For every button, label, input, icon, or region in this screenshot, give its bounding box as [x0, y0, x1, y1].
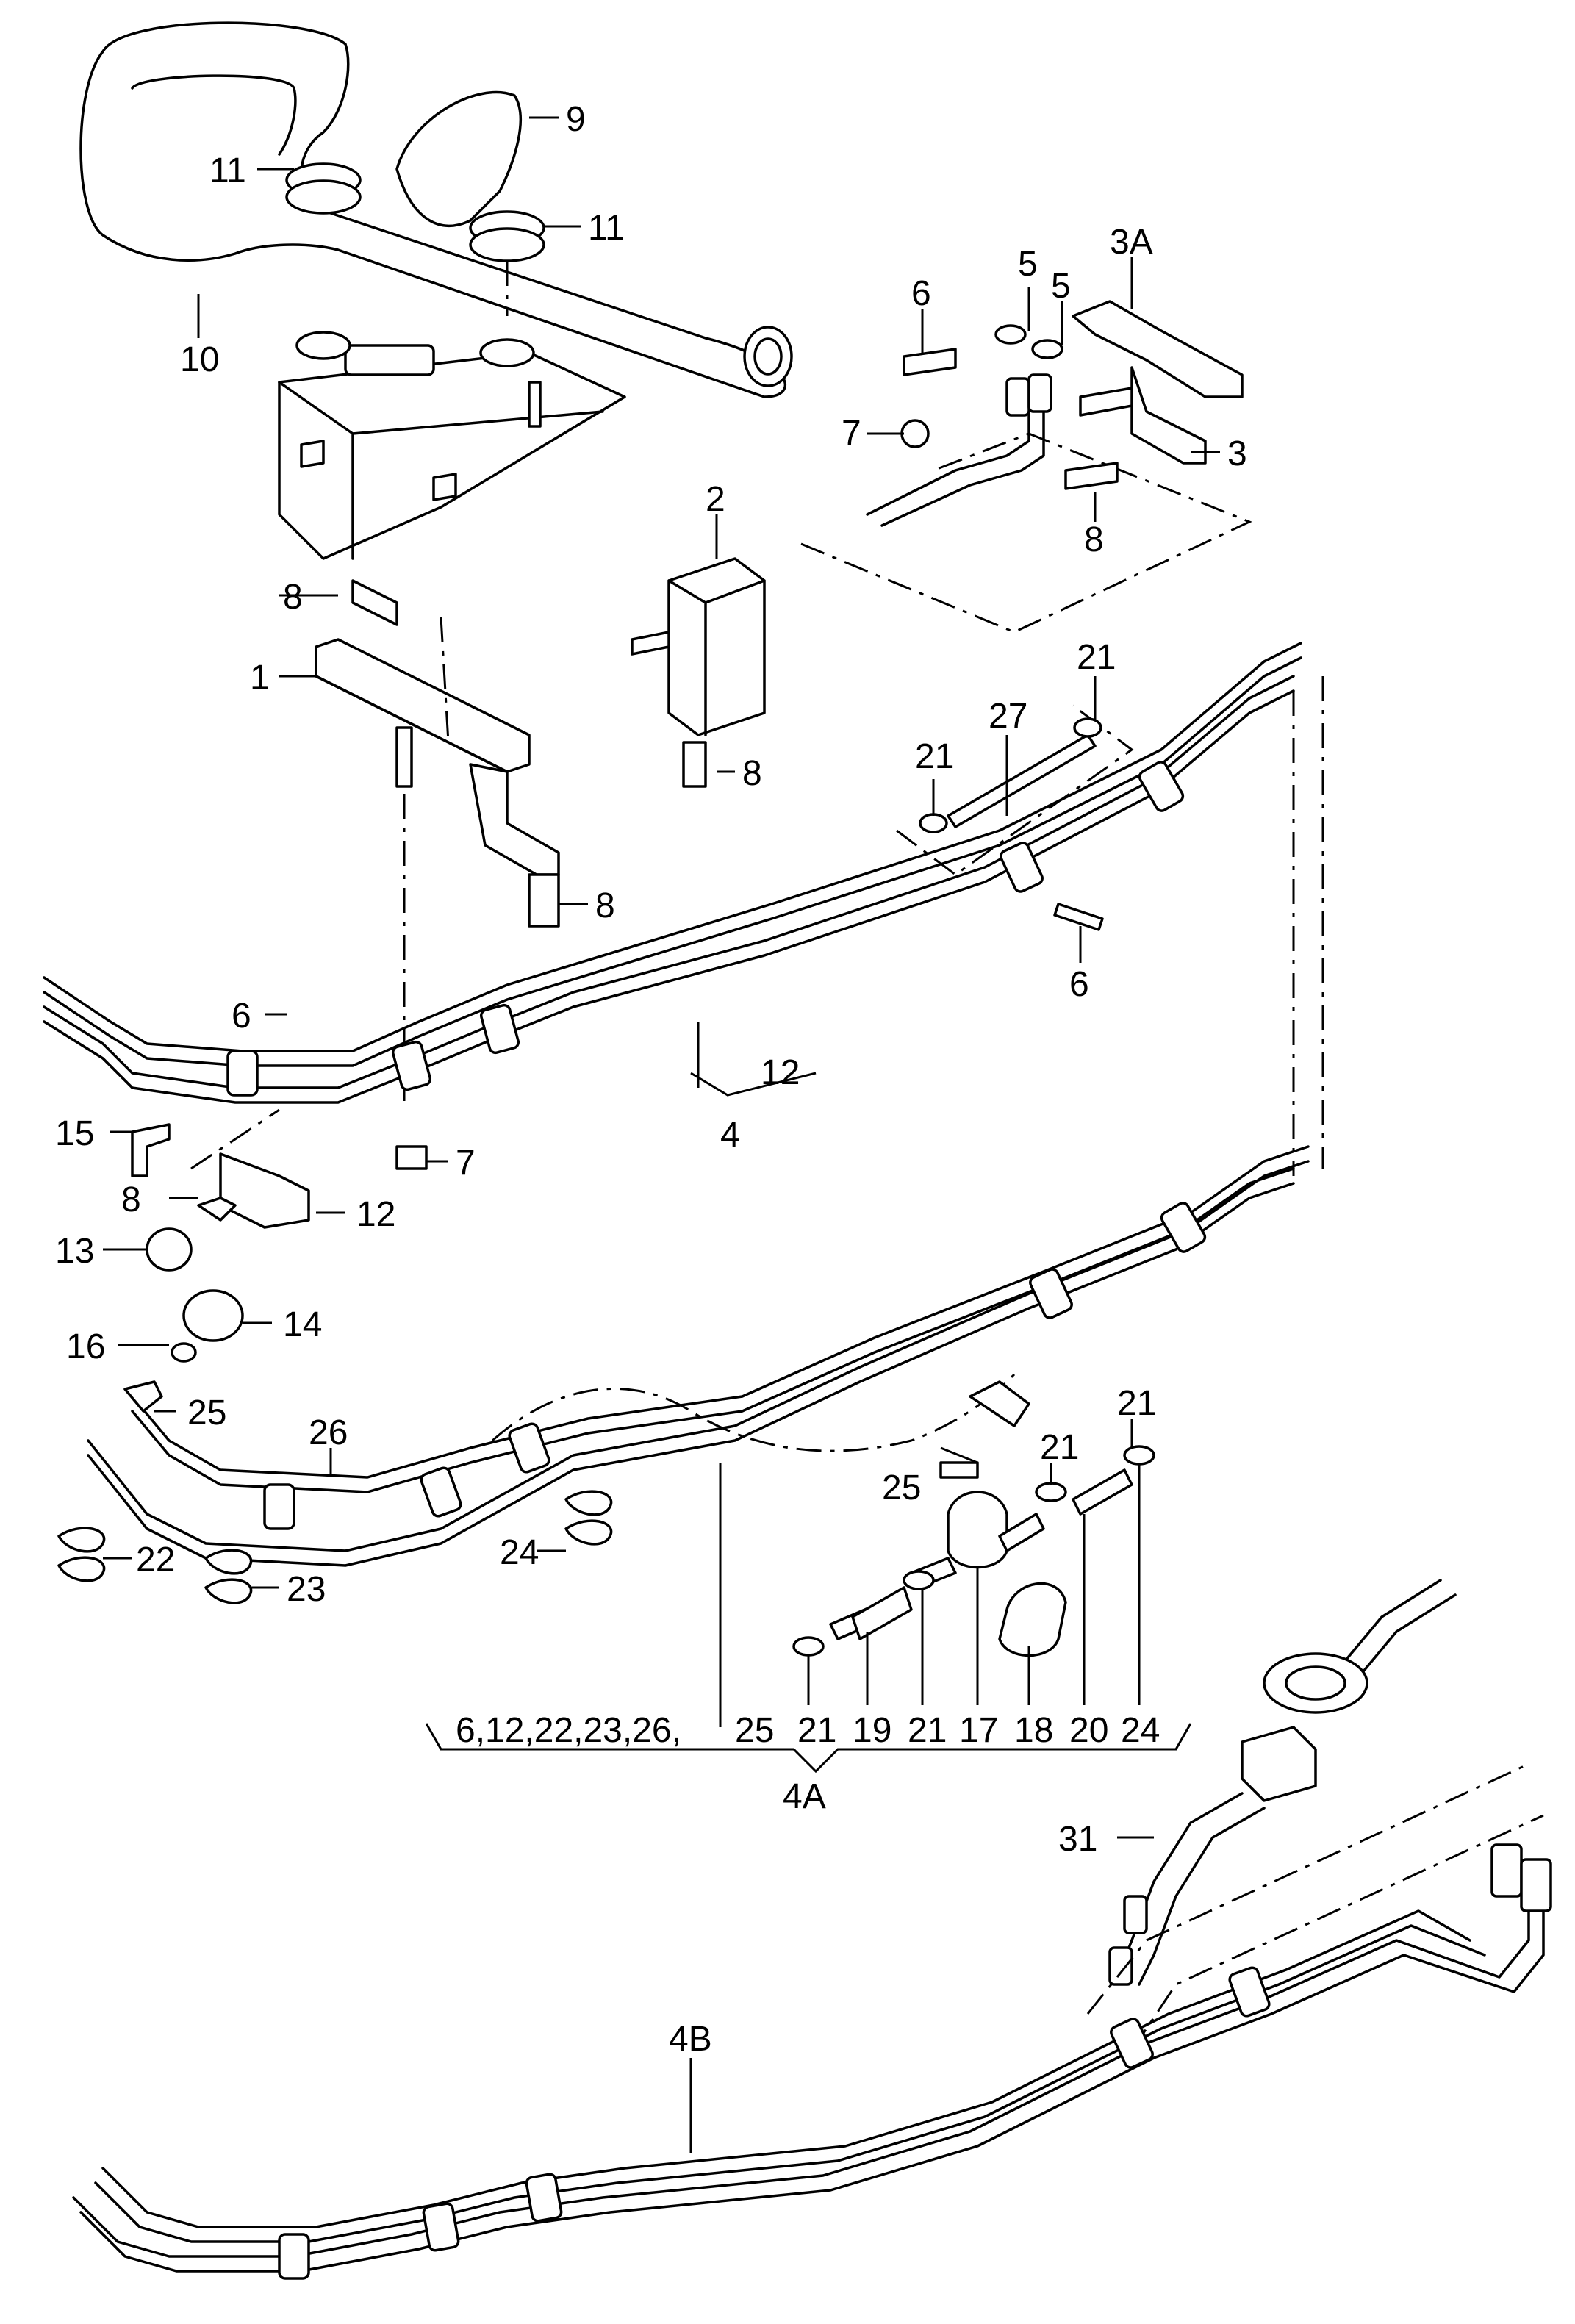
- heater-unit: [278, 331, 626, 560]
- callout-21: 21: [1117, 1384, 1156, 1423]
- callout-8: 8: [595, 886, 615, 925]
- callout-21: 21: [797, 1711, 836, 1750]
- callout-21: 21: [915, 737, 954, 776]
- callout-12: 12: [356, 1195, 395, 1234]
- callout-12: 12: [761, 1053, 800, 1092]
- callout-20: 20: [1069, 1711, 1108, 1750]
- callout-15: 15: [55, 1114, 94, 1153]
- callout-17: 17: [959, 1711, 998, 1750]
- callout-1: 1: [250, 659, 270, 697]
- callout-24: 24: [500, 1533, 539, 1572]
- filter-valve-group: [792, 1380, 1155, 1657]
- callout-7: 7: [842, 414, 861, 453]
- pipe-run-4: [43, 642, 1302, 1104]
- callout-25: 25: [882, 1468, 921, 1507]
- grommet-31-group: [1108, 1579, 1457, 1986]
- callout-6: 6: [1069, 965, 1089, 1004]
- callout-25: 25: [735, 1711, 774, 1750]
- callout-25: 25: [187, 1394, 226, 1432]
- clip-set-left: [131, 1108, 428, 1363]
- callout-9: 9: [566, 100, 586, 139]
- callout-labels: 9 11 11 10 6 5 5 3A 7 3 8 2 8 8 1 8 21 2…: [55, 100, 1247, 2059]
- bracket-2: [631, 557, 766, 788]
- callout-4A-list: 6,12,22,23,26,: [456, 1711, 681, 1750]
- callout-27: 27: [989, 697, 1027, 736]
- callout-8: 8: [1084, 520, 1104, 559]
- bracket-1: [315, 579, 560, 928]
- bracket-group-upper-right: [800, 300, 1252, 634]
- callout-14: 14: [283, 1305, 322, 1344]
- callout-18: 18: [1014, 1711, 1053, 1750]
- callout-23: 23: [287, 1570, 326, 1609]
- pipe-run-4A: [87, 1145, 1310, 1567]
- callout-3: 3: [1227, 434, 1247, 473]
- callout-6: 6: [232, 997, 251, 1036]
- callout-7: 7: [456, 1144, 476, 1183]
- callout-31: 31: [1058, 1820, 1097, 1859]
- callout-11: 11: [209, 151, 246, 190]
- callout-4A: 4A: [783, 1777, 826, 1816]
- callout-21: 21: [908, 1711, 947, 1750]
- callout-4B: 4B: [669, 2020, 712, 2059]
- callout-5: 5: [1018, 245, 1038, 284]
- callout-24: 24: [1121, 1711, 1160, 1750]
- coolant-hose-assembly: [79, 21, 793, 398]
- callout-21: 21: [1040, 1428, 1079, 1467]
- callout-22: 22: [136, 1541, 175, 1579]
- callout-3A: 3A: [1110, 223, 1153, 262]
- callout-8: 8: [742, 754, 762, 793]
- pipe-run-4B: [72, 1843, 1552, 2280]
- callout-10: 10: [180, 340, 219, 379]
- callout-13: 13: [55, 1232, 94, 1271]
- callout-6: 6: [911, 274, 931, 313]
- callout-26: 26: [309, 1413, 348, 1452]
- clips-22-23-24: [57, 1490, 613, 1604]
- callout-19: 19: [853, 1711, 891, 1750]
- callout-21: 21: [1077, 638, 1116, 677]
- callout-2: 2: [706, 480, 725, 519]
- callout-11: 11: [588, 209, 625, 248]
- leader-lines: [103, 116, 1220, 2153]
- callout-16: 16: [66, 1327, 105, 1366]
- callout-5: 5: [1051, 267, 1071, 306]
- callout-8: 8: [283, 578, 303, 617]
- callout-8: 8: [121, 1180, 141, 1219]
- callout-4: 4: [720, 1116, 740, 1155]
- hose-27-group: [896, 704, 1134, 931]
